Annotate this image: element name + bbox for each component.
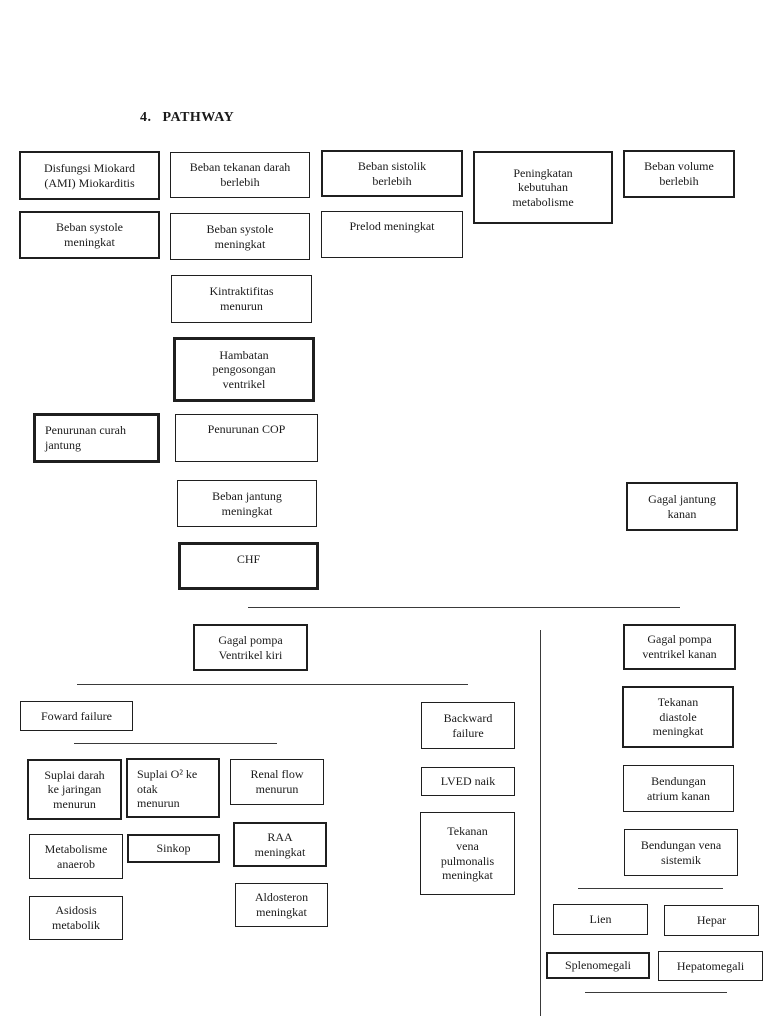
page-title: 4. PATHWAY (140, 110, 234, 126)
node-foward-failure: Foward failure (20, 701, 133, 731)
node-tekanan-vena-pulmonalis: Tekanan vena pulmonalis meningkat (420, 812, 515, 895)
node-raa-meningkat: RAA meningkat (233, 822, 327, 867)
node-backward-failure: Backward failure (421, 702, 515, 749)
node-beban-systole-2: Beban systole meningkat (170, 213, 310, 260)
heading-text: PATHWAY (162, 110, 235, 125)
node-asidosis-metabolik: Asidosis metabolik (29, 896, 123, 940)
heading-number: 4. (140, 110, 152, 125)
node-bendungan-vena-sistemik: Bendungan vena sistemik (624, 829, 738, 876)
node-beban-jantung-meningkat: Beban jantung meningkat (177, 480, 317, 527)
connector-line-under-foward-failure (74, 743, 277, 744)
node-beban-volume: Beban volume berlebih (623, 150, 735, 198)
node-aldosteron-meningkat: Aldosteron meningkat (235, 883, 328, 927)
node-tekanan-diastole-meningkat: Tekanan diastole meningkat (622, 686, 734, 748)
node-penurunan-cop: Penurunan COP (175, 414, 318, 462)
node-hambatan-pengosongan-ventrikel: Hambatan pengosongan ventrikel (173, 337, 315, 402)
connector-line-under-bendungan-vena (578, 888, 723, 889)
connector-line-under-gagal-pompa-kiri (77, 684, 468, 685)
node-lien: Lien (553, 904, 648, 935)
node-splenomegali: Splenomegali (546, 952, 650, 979)
node-suplai-darah-ke-jaringan: Suplai darah ke jaringan menurun (27, 759, 122, 820)
node-metabolisme-anaerob: Metabolisme anaerob (29, 834, 123, 879)
node-gagal-jantung-kanan: Gagal jantung kanan (626, 482, 738, 531)
node-beban-tekanan-darah: Beban tekanan darah berlebih (170, 152, 310, 198)
node-kintraktifitas-menurun: Kintraktifitas menurun (171, 275, 312, 323)
connector-line-under-chf (248, 607, 680, 608)
node-hepatomegali: Hepatomegali (658, 951, 763, 981)
node-prelod-meningkat: Prelod meningkat (321, 211, 463, 258)
node-chf: CHF (178, 542, 319, 590)
connector-line-vertical-right (540, 630, 541, 1016)
node-renal-flow-menurun: Renal flow menurun (230, 759, 324, 805)
node-beban-sistolik: Beban sistolik berlebih (321, 150, 463, 197)
node-suplai-o2-ke-otak: Suplai O² ke otak menurun (126, 758, 220, 818)
node-gagal-pompa-ventrikel-kanan: Gagal pompa ventrikel kanan (623, 624, 736, 670)
node-disfungsi-miokard: Disfungsi Miokard (AMI) Miokarditis (19, 151, 160, 200)
node-peningkatan-kebutuhan-metabolisme: Peningkatan kebutuhan metabolisme (473, 151, 613, 224)
connector-line-bottom-right (585, 992, 727, 993)
node-penurunan-curah-jantung: Penurunan curah jantung (33, 413, 160, 463)
node-bendungan-atrium-kanan: Bendungan atrium kanan (623, 765, 734, 812)
node-lved-naik: LVED naik (421, 767, 515, 796)
node-gagal-pompa-ventrikel-kiri: Gagal pompa Ventrikel kiri (193, 624, 308, 671)
node-beban-systole-1: Beban systole meningkat (19, 211, 160, 259)
node-hepar: Hepar (664, 905, 759, 936)
node-sinkop: Sinkop (127, 834, 220, 863)
